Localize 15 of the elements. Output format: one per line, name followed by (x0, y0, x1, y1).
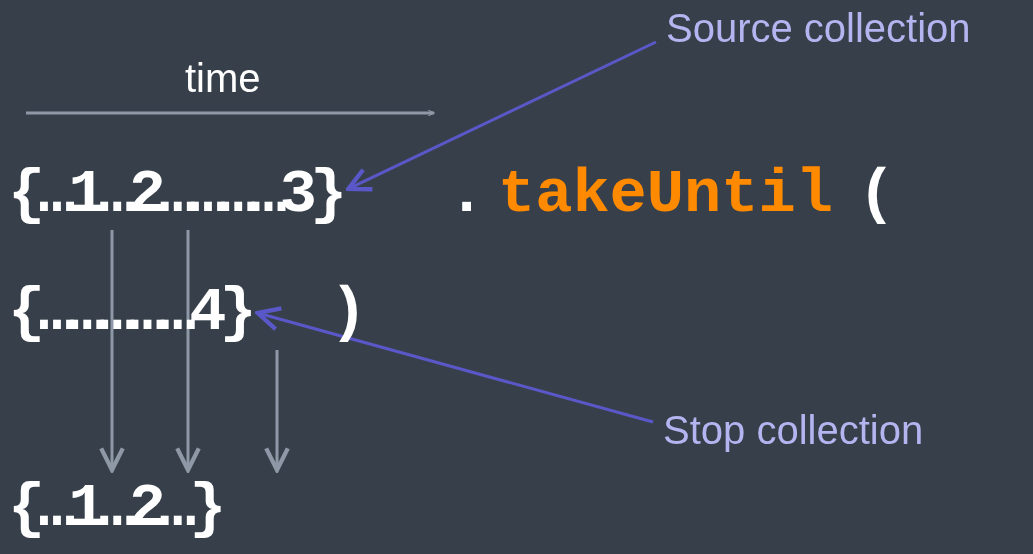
arrow (175, 230, 201, 473)
code-text: {……………4} (8, 282, 250, 344)
callout-text: Stop collection (663, 410, 924, 450)
code-text: {…1…2…………3} (8, 164, 341, 226)
arrow (99, 230, 125, 473)
code-text: ) (330, 282, 368, 344)
arrow (264, 350, 290, 473)
code-text: {…1…2…} (8, 478, 220, 540)
method-name: takeUntil (498, 164, 833, 226)
axis-label: time (185, 58, 261, 98)
code-text: ( (858, 164, 896, 226)
leader-line (346, 40, 657, 192)
callout-text: Source collection (666, 8, 971, 48)
leader-line (255, 306, 654, 424)
code-text: . (448, 164, 486, 226)
